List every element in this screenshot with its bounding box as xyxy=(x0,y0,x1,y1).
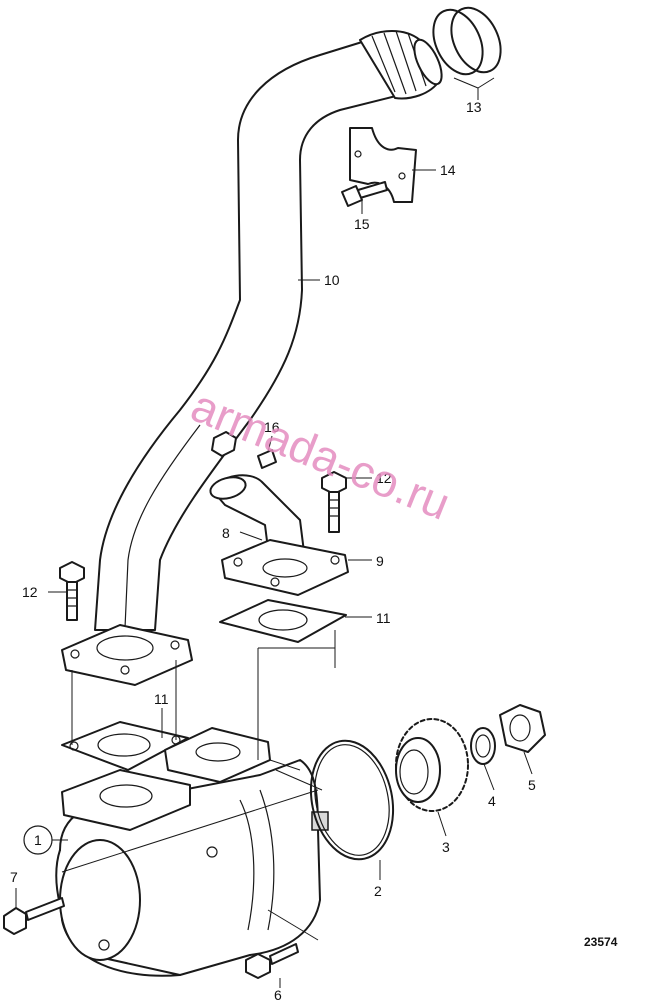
gasket-part-11-top xyxy=(219,599,347,643)
callout-12-left: 12 xyxy=(22,584,38,600)
bolt-part-12-left xyxy=(59,561,85,621)
gear-part-3 xyxy=(395,718,469,812)
callout-2: 2 xyxy=(374,883,382,899)
leader-lines xyxy=(15,77,533,988)
bracket-part-14 xyxy=(349,127,417,203)
bolt-part-15 xyxy=(341,181,388,207)
exhaust-pipe-part-10 xyxy=(94,30,443,631)
bolt-part-7 xyxy=(3,897,65,935)
bolt-part-12-right xyxy=(321,471,347,533)
callout-12-right: 12 xyxy=(376,470,392,486)
bolt-part-6 xyxy=(245,943,299,979)
callout-11-upper: 11 xyxy=(376,610,391,626)
callout-14: 14 xyxy=(440,162,456,178)
callout-1-circle xyxy=(23,825,53,855)
callout-4: 4 xyxy=(488,793,496,809)
callout-7: 7 xyxy=(10,869,18,885)
callout-5: 5 xyxy=(528,777,536,793)
figure-number: 23574 xyxy=(584,935,618,949)
flange-part-9 xyxy=(221,539,349,596)
nut-part-5 xyxy=(499,704,546,753)
assembly-guide-lines xyxy=(61,630,336,941)
pump-body-part-1 xyxy=(55,727,329,977)
callout-6: 6 xyxy=(274,987,282,1000)
callout-15: 15 xyxy=(354,216,370,232)
o-ring-part-2 xyxy=(309,739,395,861)
callout-10: 10 xyxy=(324,272,340,288)
callout-16: 16 xyxy=(264,419,280,435)
pipe-flange xyxy=(61,624,193,686)
callout-11-lower: 11 xyxy=(154,691,169,707)
callout-9: 9 xyxy=(376,553,384,569)
nut-part-16 xyxy=(211,431,277,469)
gasket-part-11-bottom xyxy=(61,721,189,771)
callout-13: 13 xyxy=(466,99,482,115)
callout-8: 8 xyxy=(222,525,230,541)
washer-part-4 xyxy=(470,727,496,765)
callout-1: 1 xyxy=(34,832,42,848)
o-rings-part-13 xyxy=(432,6,502,76)
callout-labels: 1 2 3 4 5 6 7 8 9 10 11 11 12 12 13 14 1… xyxy=(10,99,536,1000)
callout-3: 3 xyxy=(442,839,450,855)
